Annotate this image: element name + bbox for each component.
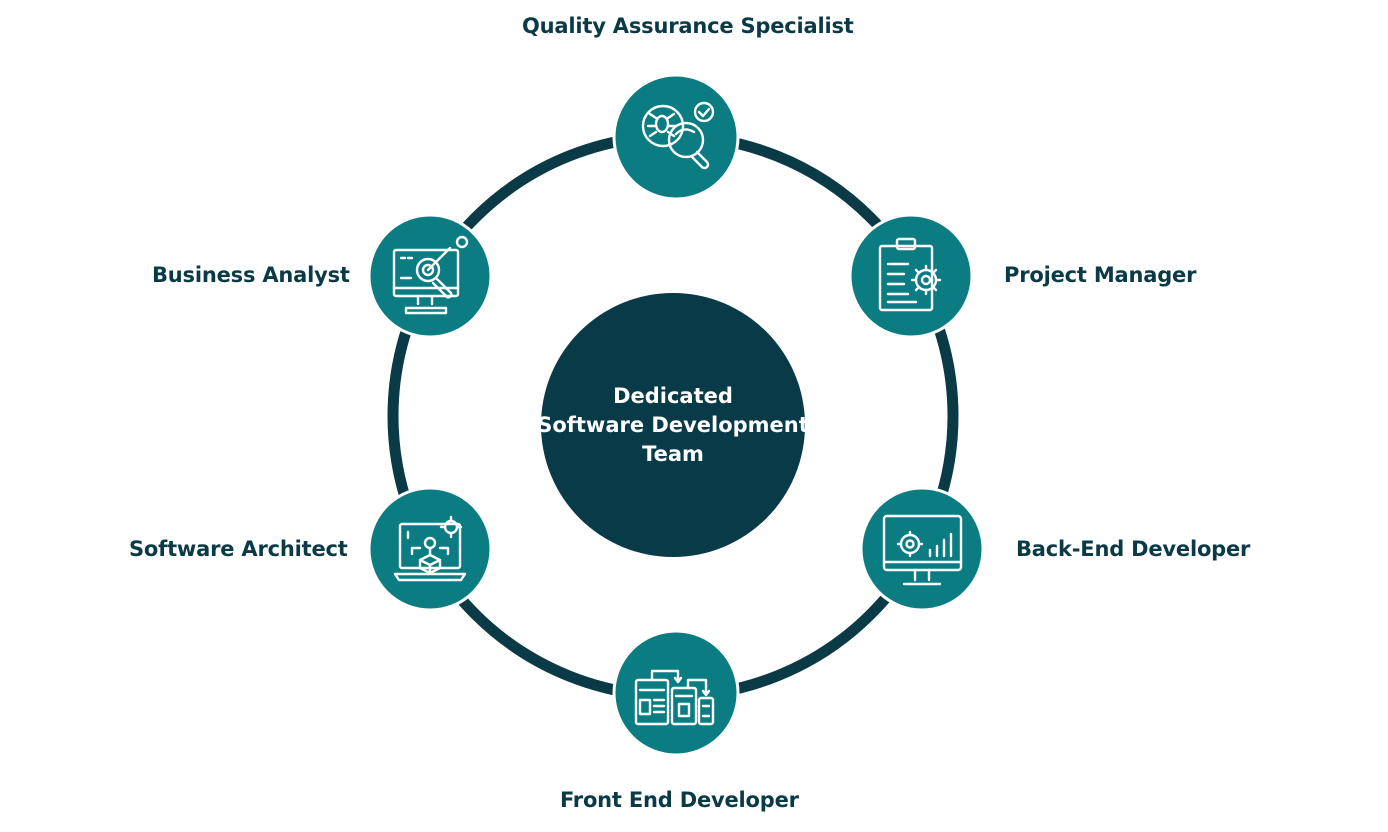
layout-blocks-icon bbox=[634, 669, 715, 726]
label-quality-assurance: Quality Assurance Specialist bbox=[522, 14, 854, 38]
center-title-line-2: Software Development bbox=[537, 412, 809, 437]
center-title-line-3: Team bbox=[642, 441, 704, 466]
label-business-analyst: Business Analyst bbox=[152, 263, 350, 287]
center-title-line-1: Dedicated bbox=[613, 383, 733, 408]
label-front-end-developer: Front End Developer bbox=[560, 788, 799, 812]
clipboard-gear-icon bbox=[878, 237, 942, 312]
label-back-end-developer: Back-End Developer bbox=[1016, 537, 1251, 561]
center-circle bbox=[541, 293, 805, 557]
node-software-architect bbox=[367, 486, 493, 612]
node-project-manager bbox=[848, 213, 974, 339]
center-title: Dedicated Software Development Team bbox=[537, 294, 809, 556]
node-back-end-developer bbox=[859, 486, 985, 612]
laptop-cube-icon bbox=[393, 515, 467, 582]
node-quality-assurance bbox=[612, 73, 740, 201]
monitor-gear-chart-icon bbox=[882, 514, 963, 586]
label-project-manager: Project Manager bbox=[1004, 263, 1197, 287]
monitor-analytics-icon bbox=[392, 235, 469, 315]
label-software-architect: Software Architect bbox=[129, 537, 348, 561]
node-business-analyst bbox=[367, 213, 493, 339]
bug-magnifier-icon bbox=[641, 101, 715, 170]
node-front-end-developer bbox=[612, 629, 740, 757]
